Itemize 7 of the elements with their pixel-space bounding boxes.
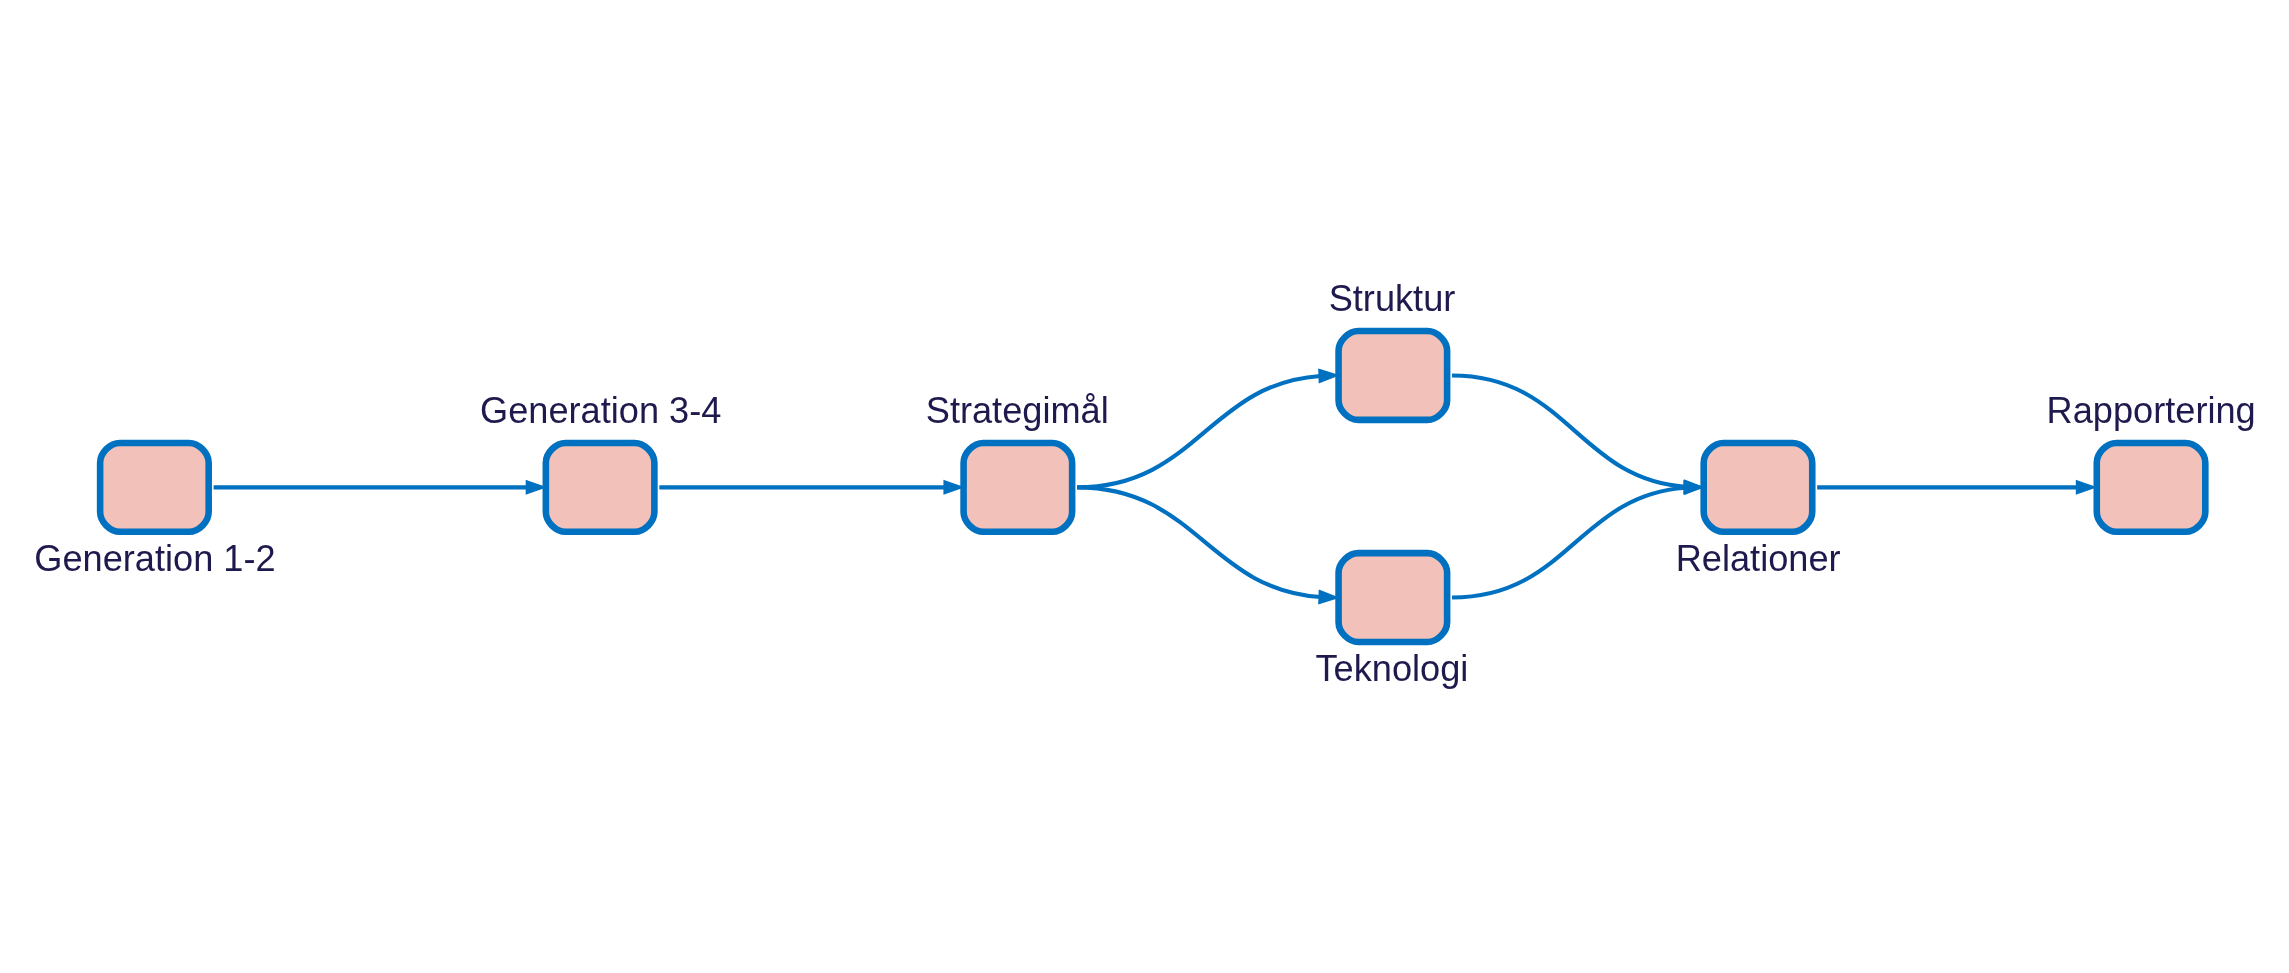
- node-label: Teknologi: [1315, 647, 1469, 689]
- node-label: Rapportering: [2046, 389, 2256, 431]
- node-label: Strategimål: [925, 389, 1109, 431]
- node-label: Relationer: [1675, 537, 1841, 579]
- node-label: Generation 1-2: [34, 537, 276, 579]
- node-label: Struktur: [1328, 277, 1456, 319]
- node-label: Generation 3-4: [480, 389, 722, 431]
